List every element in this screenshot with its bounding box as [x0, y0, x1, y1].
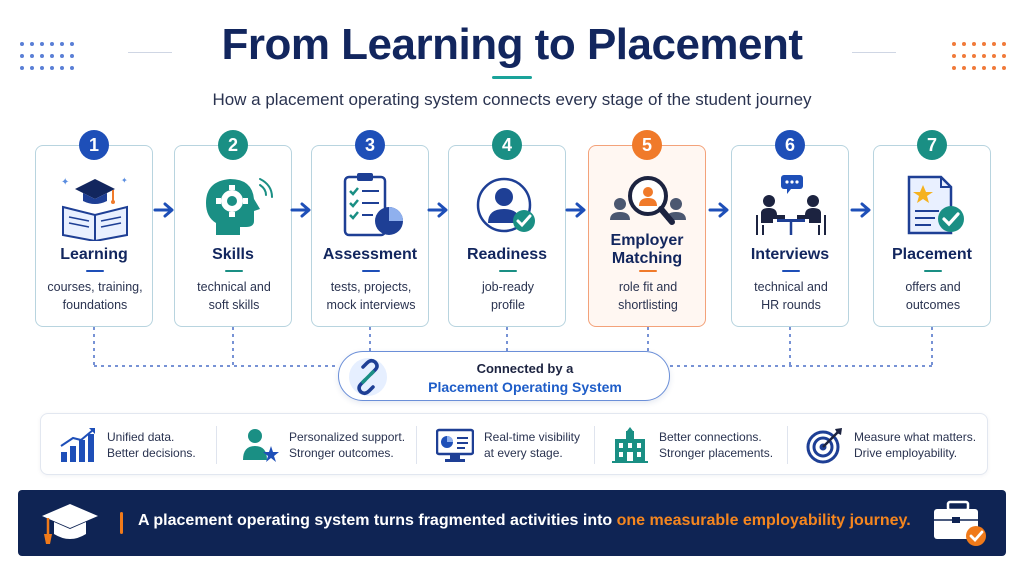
operating-system-pill: Connected by a Placement Operating Syste… — [338, 351, 670, 401]
stage-number-badge: 7 — [917, 130, 947, 160]
stage-number-badge: 5 — [632, 130, 662, 160]
benefit-item-support: Personalized support.Stronger outcomes. — [241, 414, 421, 476]
checklist-pie-chart-icon — [343, 173, 403, 237]
briefcase-check-icon — [934, 500, 986, 546]
institution-building-icon — [612, 427, 648, 463]
monitor-dashboard-icon — [436, 428, 474, 462]
pill-line-1: Connected by a — [476, 361, 574, 376]
title-underline — [492, 76, 532, 79]
benefit-item-connections: Better connections.Stronger placements. — [611, 414, 791, 476]
benefit-divider — [787, 426, 788, 464]
open-book-graduation-cap-icon: ✦ ✦ — [61, 176, 128, 241]
stage-number-badge: 2 — [218, 130, 248, 160]
stage-rule — [362, 270, 380, 272]
interview-table-icon — [756, 175, 826, 235]
title-rule-left — [128, 52, 172, 53]
benefit-text: Personalized support.Stronger outcomes. — [289, 430, 406, 460]
stage-number-badge: 4 — [492, 130, 522, 160]
stage-number-badge: 1 — [79, 130, 109, 160]
benefit-text: Better connections.Stronger placements. — [659, 430, 774, 460]
arrow-right-icon — [708, 202, 729, 218]
arrow-right-icon — [290, 202, 311, 218]
stage-rule — [225, 270, 243, 272]
benefit-divider — [416, 426, 417, 464]
bar-chart-growth-icon — [60, 428, 95, 462]
offer-document-check-icon — [907, 175, 964, 235]
svg-text:✦: ✦ — [121, 176, 128, 185]
arrow-right-icon — [427, 202, 448, 218]
stage-title: Assessment — [322, 246, 418, 263]
footer-message: A placement operating system turns fragm… — [138, 512, 911, 529]
stage-title: Learning — [60, 246, 128, 263]
stage-title: Placement — [891, 246, 973, 263]
stage-card-learning: ✦ ✦ Learning courses, training,foundatio… — [35, 145, 153, 327]
arrow-right-icon — [565, 202, 586, 218]
stage-title: Interviews — [750, 246, 830, 263]
stage-title: Skills — [212, 246, 254, 263]
stage-rule — [639, 270, 657, 272]
decorative-dots-right — [952, 42, 1006, 70]
benefit-text: Unified data.Better decisions. — [107, 430, 196, 460]
arrow-right-icon — [850, 202, 871, 218]
decorative-dots-left — [20, 42, 74, 70]
benefits-panel: Unified data.Better decisions. Personali… — [40, 413, 988, 475]
stage-description: courses, training,foundations — [47, 280, 143, 312]
footer-accent-bar — [120, 512, 123, 534]
stage-rule — [86, 270, 104, 272]
page-title: From Learning to Placement — [221, 20, 803, 69]
stage-rule — [924, 270, 942, 272]
benefit-item-measure: Measure what matters.Drive employability… — [806, 414, 981, 476]
stage-rule — [499, 270, 517, 272]
stage-number-badge: 3 — [355, 130, 385, 160]
footer-highlight: one measurable employability journey. — [612, 512, 911, 529]
head-gear-icon — [206, 178, 273, 235]
benefit-divider — [216, 426, 217, 464]
svg-text:✦: ✦ — [61, 177, 69, 188]
stage-description: tests, projects,mock interviews — [326, 280, 416, 312]
footer-banner: A placement operating system turns fragm… — [18, 490, 1006, 556]
arrow-right-icon — [153, 202, 174, 218]
target-arrow-icon — [806, 428, 842, 464]
magnifier-people-icon — [610, 176, 686, 225]
benefit-text: Measure what matters.Drive employability… — [854, 430, 977, 460]
stage-rule — [782, 270, 800, 272]
graduation-cap-icon — [42, 504, 98, 544]
pill-line-2: Placement Operating System — [428, 379, 622, 395]
profile-check-icon — [476, 177, 535, 233]
chain-link-icon — [349, 358, 387, 396]
title-rule-right — [852, 52, 896, 53]
person-star-icon — [243, 429, 279, 462]
page-subtitle: How a placement operating system connect… — [212, 90, 812, 109]
stage-title: Readiness — [466, 246, 548, 263]
benefit-divider — [594, 426, 595, 464]
stage-card-assessment: Assessment tests, projects,mock intervie… — [311, 145, 429, 327]
stage-number-badge: 6 — [775, 130, 805, 160]
benefit-item-data: Unified data.Better decisions. — [59, 414, 229, 476]
